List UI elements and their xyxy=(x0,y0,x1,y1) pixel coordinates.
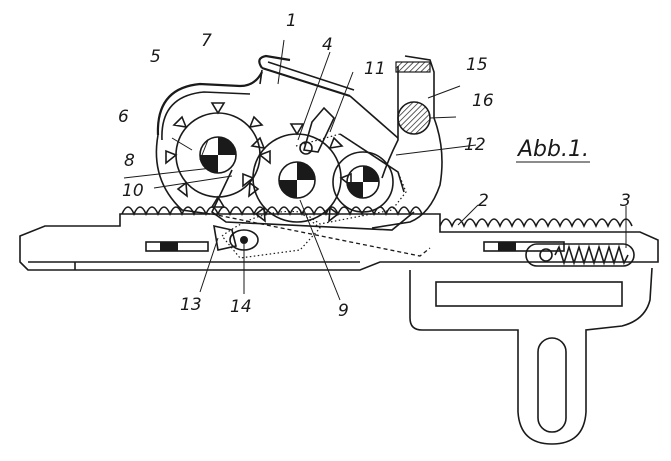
label-5: 5 xyxy=(150,47,161,67)
upper-housing xyxy=(371,55,443,229)
label-1: 1 xyxy=(286,11,297,31)
reference-numerals: 1 2 3 4 5 6 7 8 9 10 11 12 13 14 15 16 xyxy=(118,11,631,321)
label-9: 9 xyxy=(338,301,349,321)
rack-slot-left xyxy=(145,241,209,252)
rack-bar xyxy=(19,206,659,271)
rack-slot-right xyxy=(483,241,565,252)
label-2: 2 xyxy=(478,191,489,211)
label-13: 13 xyxy=(180,295,202,315)
figure-title-text: Abb.1. xyxy=(516,137,589,162)
label-14: 14 xyxy=(230,297,252,317)
label-4: 4 xyxy=(322,35,333,55)
figure-title: Abb.1. xyxy=(516,137,590,163)
label-16: 16 xyxy=(472,91,494,111)
pawl-11 xyxy=(299,106,335,155)
roller-9 xyxy=(332,151,394,213)
plate-12 xyxy=(295,133,407,225)
label-12: 12 xyxy=(464,135,486,155)
label-6: 6 xyxy=(118,107,129,127)
gear-8 xyxy=(165,102,271,208)
mounting-plate xyxy=(409,267,653,445)
gear-4 xyxy=(242,123,352,223)
leader-lines xyxy=(123,39,627,301)
label-10: 10 xyxy=(122,181,144,201)
label-15: 15 xyxy=(466,55,488,75)
label-3: 3 xyxy=(620,191,631,211)
label-11: 11 xyxy=(364,59,386,79)
label-8: 8 xyxy=(124,151,135,171)
lever-10 xyxy=(210,169,431,257)
gear-housing xyxy=(155,71,263,215)
label-7: 7 xyxy=(201,31,212,51)
pivot-14 xyxy=(221,210,321,259)
tension-spring xyxy=(525,243,635,267)
